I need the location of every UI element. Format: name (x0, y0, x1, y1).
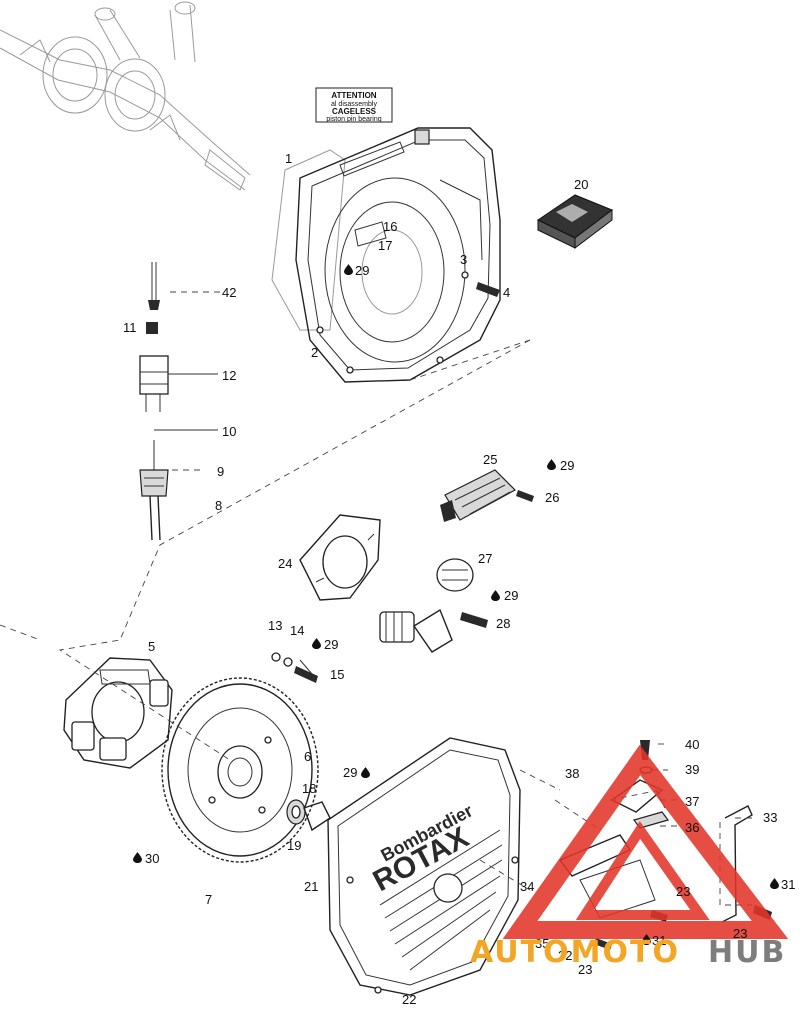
notice-line-2: al disassembly (331, 101, 377, 108)
callout-32: 32 (558, 948, 572, 963)
grease-drop-icon (361, 767, 370, 778)
callout-31a: 31 (781, 877, 795, 892)
callout-8: 8 (215, 498, 222, 513)
callout-37: 37 (685, 794, 699, 809)
lubricant-callout-29-cover: 29 (343, 765, 370, 780)
grease-drop-icon (133, 852, 142, 863)
callout-38: 38 (565, 766, 579, 781)
watermark-part-2: HUB (708, 935, 786, 970)
callout-23b: 23 (733, 926, 747, 941)
callout-29a: 29 (355, 263, 369, 278)
stator-plate (299, 514, 381, 601)
callout-29e: 29 (343, 765, 357, 780)
callout-30: 30 (145, 851, 159, 866)
grease-drop-icon (547, 459, 556, 470)
callout-labels: 1 2 3 4 5 6 7 8 9 10 11 12 13 14 15 16 1… (123, 151, 795, 1007)
callout-10: 10 (222, 424, 236, 439)
grease-drop-icon (491, 590, 500, 601)
ignition-coil (440, 469, 534, 522)
callout-34: 34 (520, 879, 534, 894)
callout-12: 12 (222, 368, 236, 383)
magneto-housing (271, 127, 501, 383)
small-hardware (271, 652, 331, 832)
lubricant-callout-29-charging: 29 (491, 588, 518, 603)
notice-line-1: ATTENTION (331, 91, 376, 100)
callout-29d: 29 (324, 637, 338, 652)
charging-coil (379, 558, 488, 653)
lubricant-callout-31-bracket: 31 (770, 877, 795, 892)
lubricant-callout-29-housing: 29 (344, 263, 369, 278)
lubricant-callout-29-coil: 29 (547, 458, 574, 473)
callout-19: 19 (287, 838, 301, 853)
callout-31b: 31 (652, 933, 666, 948)
callout-40: 40 (685, 737, 699, 752)
callout-25: 25 (483, 452, 497, 467)
gasket-kit (537, 194, 614, 250)
callout-16: 16 (383, 219, 397, 234)
callout-23a: 23 (676, 884, 690, 899)
callout-26: 26 (545, 490, 559, 505)
callout-28: 28 (496, 616, 510, 631)
grease-drop-icon (344, 264, 353, 275)
callout-29c: 29 (504, 588, 518, 603)
notice-line-4: piston pin bearing (326, 116, 381, 123)
callout-15: 15 (330, 667, 344, 682)
callout-13: 13 (268, 618, 282, 633)
callout-7: 7 (205, 892, 212, 907)
callout-4: 4 (503, 285, 510, 300)
lubricant-callout-30: 30 (133, 851, 159, 866)
callout-5: 5 (148, 639, 155, 654)
grease-drop-icon (770, 878, 779, 889)
callout-1: 1 (285, 151, 292, 166)
callout-35: 35 (535, 936, 549, 951)
callout-11: 11 (123, 320, 137, 335)
crankshaft-drawing (0, 1, 251, 191)
magneto-rotor (63, 657, 173, 769)
callout-22: 22 (402, 992, 416, 1007)
grease-drop-icon (312, 638, 321, 649)
callout-17: 17 (378, 238, 392, 253)
attention-notice: ATTENTION al disassembly CAGELESS piston… (315, 87, 393, 123)
callout-21: 21 (304, 879, 318, 894)
callout-39: 39 (685, 762, 699, 777)
lubricant-callout-29-rotor: 29 (312, 637, 338, 652)
lubricant-callout-31-cover: 31 (642, 933, 666, 948)
callout-6: 6 (304, 749, 311, 764)
callout-27: 27 (478, 551, 492, 566)
callout-3: 3 (460, 252, 467, 267)
ring-gear (161, 677, 319, 863)
callout-23c: 23 (578, 962, 592, 977)
watermark-triangle (502, 744, 789, 939)
callout-36: 36 (685, 820, 699, 835)
callout-18: 18 (302, 781, 316, 796)
notice-line-3: CAGELESS (332, 107, 377, 116)
callout-20: 20 (574, 177, 588, 192)
callout-9: 9 (217, 464, 224, 479)
callout-33: 33 (763, 810, 777, 825)
callout-24: 24 (278, 556, 292, 571)
callout-14: 14 (290, 623, 304, 638)
leader-lines (0, 291, 755, 906)
watermark-text: AUTOMOTO HUB (470, 935, 786, 970)
callout-2: 2 (311, 345, 318, 360)
watermark-part-1: AUTOMOTO (470, 935, 680, 970)
sensor-wire-parts (139, 262, 169, 541)
callout-42: 42 (222, 285, 236, 300)
callout-29b: 29 (560, 458, 574, 473)
